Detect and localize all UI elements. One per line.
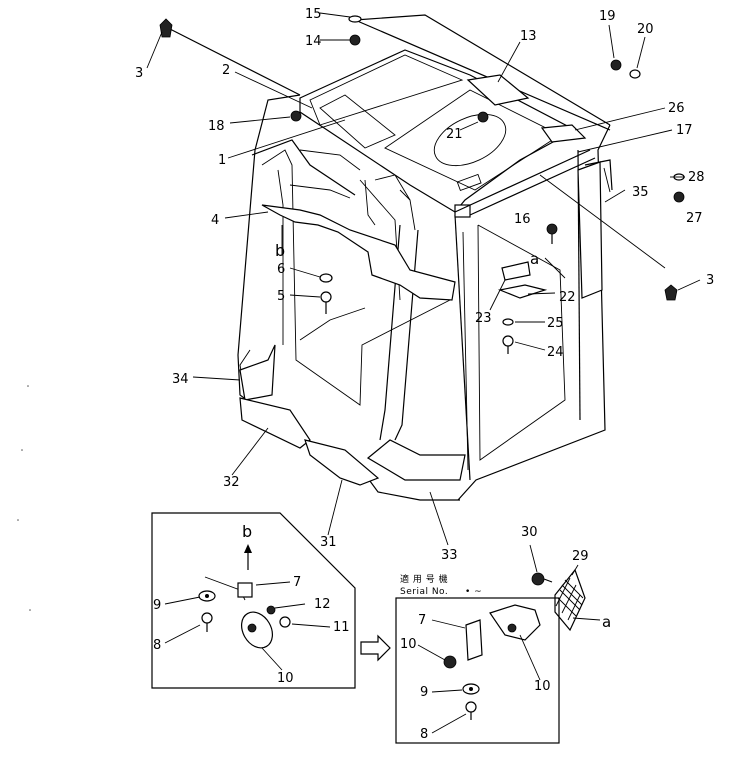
callout-32: 32 [223, 475, 240, 490]
detail2-callout-9: 9 [420, 685, 428, 700]
roof-assembly [290, 49, 596, 218]
view-label-b: b [242, 522, 252, 541]
callout-34: 34 [172, 372, 189, 387]
callout-24: 24 [547, 345, 564, 360]
callout-17: 17 [676, 123, 693, 138]
callout-21: 21 [446, 127, 463, 142]
main-callouts: 1 2 3 3 4 5 6 13 14 15 16 17 18 19 20 21… [135, 7, 714, 631]
detail-callout-7: 7 [293, 575, 301, 590]
scan-specks [17, 385, 31, 611]
callout-5: 5 [277, 289, 285, 304]
callout-27: 27 [686, 211, 703, 226]
callout-19: 19 [599, 9, 616, 24]
callout-14: 14 [305, 34, 322, 49]
callout-26: 26 [668, 101, 685, 116]
louvre-grille [529, 544, 601, 632]
detail2-callout-7: 7 [418, 613, 426, 628]
callout-20: 20 [637, 22, 654, 37]
reference-b: b [275, 241, 285, 260]
callout-29: 29 [572, 549, 589, 564]
detail2-callout-10: 10 [400, 637, 417, 652]
callout-25: 25 [547, 316, 564, 331]
lower-panels [239, 344, 466, 486]
callout-6: 6 [277, 262, 285, 277]
reference-a-detail: a [602, 613, 611, 631]
detail2-callout-8: 8 [420, 727, 428, 742]
callout-1: 1 [218, 153, 226, 168]
detail2-callout-10: 10 [534, 679, 551, 694]
callout-22: 22 [559, 290, 576, 305]
callout-30: 30 [521, 525, 538, 540]
detail-callout-8: 8 [153, 638, 161, 653]
fasteners [159, 15, 685, 354]
callout-3: 3 [135, 66, 143, 81]
detail-callout-9: 9 [153, 598, 161, 613]
callout-23: 23 [475, 311, 492, 326]
callout-13: 13 [520, 29, 537, 44]
callout-18: 18 [208, 119, 225, 134]
detail-callout-12: 12 [314, 597, 331, 612]
reference-a: a [530, 250, 539, 268]
serial-range: • ~ [465, 587, 482, 597]
detail-view-b: b 7 8 9 10 11 12 [151, 512, 356, 689]
callout-35: 35 [632, 185, 649, 200]
right-trim [577, 161, 603, 299]
serial-jp: 適 用 号 機 [400, 573, 448, 585]
detail-view-serial: 適 用 号 機 Serial No. • ~ 7 10 10 9 8 [395, 573, 560, 744]
callout-2: 2 [222, 63, 230, 78]
air-duct [261, 184, 456, 301]
detail-callout-10: 10 [277, 671, 294, 686]
callout-3: 3 [706, 273, 714, 288]
transition-arrow [360, 634, 391, 662]
leader-lines [146, 12, 701, 546]
callout-4: 4 [211, 213, 219, 228]
callout-15: 15 [305, 7, 322, 22]
callout-31: 31 [320, 535, 337, 550]
callout-33: 33 [441, 548, 458, 563]
callout-16: 16 [514, 212, 531, 227]
callout-28: 28 [688, 170, 705, 185]
detail-callout-11: 11 [333, 620, 350, 635]
serial-en: Serial No. [400, 587, 448, 597]
